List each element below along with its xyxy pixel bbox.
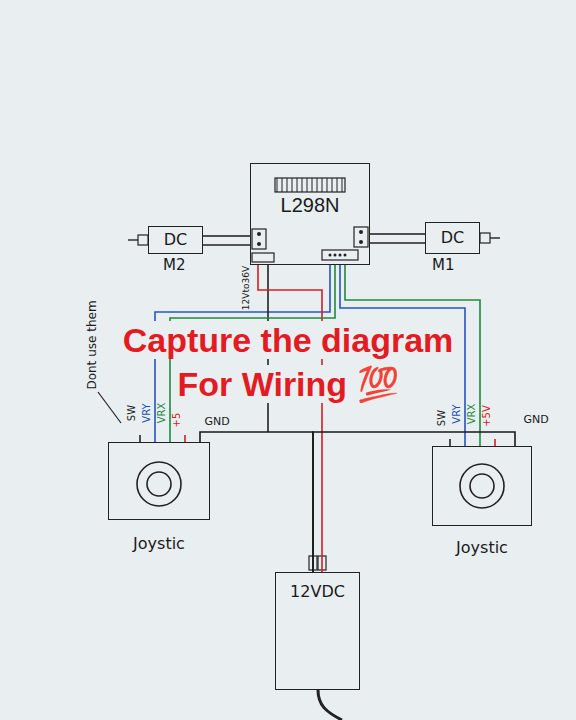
part-name: Joystic (133, 535, 185, 553)
note-text: Dont use them (86, 300, 98, 389)
terminal-screw (257, 232, 261, 236)
joystick-knob (460, 464, 504, 508)
box-label: DC (164, 231, 188, 249)
pin-name: GND (204, 416, 229, 427)
box-label: L298N (281, 194, 340, 217)
pin-name: GND (523, 414, 548, 425)
box-label: 12VDC (290, 583, 345, 601)
power-terminal (252, 253, 274, 262)
pin-header (322, 250, 358, 260)
motor-lead (203, 244, 250, 245)
terminal-screw (359, 230, 363, 234)
driver-module: L298N (250, 163, 370, 265)
vcc-pin (184, 435, 186, 442)
terminal-block (354, 227, 368, 247)
sw-pin (139, 435, 141, 442)
dc-motor: DCM2 (148, 226, 203, 254)
terminal-screw (359, 240, 363, 244)
pin-name: VRX (467, 404, 477, 425)
header-pin (344, 254, 347, 257)
part-name: M1 (432, 257, 455, 274)
title-text: Capture the diagram For Wiring 💯 (121, 321, 456, 403)
pin-name: SW (437, 410, 447, 426)
header-pin (329, 254, 332, 257)
joystick-module: Joystic (108, 442, 210, 520)
pin-name: VRX (157, 403, 167, 424)
motor-lead (370, 242, 425, 243)
vcc-pin (494, 439, 496, 446)
pin-name: +5V (482, 405, 492, 427)
box-label: DC (441, 229, 465, 247)
terminal-screw (257, 242, 261, 246)
part-name: M2 (163, 257, 186, 274)
wire (313, 432, 515, 572)
header-pin (339, 254, 342, 257)
wire (370, 233, 425, 235)
sw-pin (449, 439, 451, 446)
motor-shaft (480, 233, 490, 243)
wire (203, 235, 250, 237)
voltage-range: 12Vto36V (242, 266, 251, 310)
pin-name: +5 (172, 413, 182, 428)
heatsink (275, 178, 345, 192)
motor-shaft (138, 235, 148, 245)
joystick-module: Joystic (432, 446, 532, 526)
terminal-block (252, 229, 266, 249)
power-supply: 12VDC (275, 572, 360, 690)
wire (200, 432, 313, 572)
motor-shaft (490, 237, 500, 238)
part-name: Joystic (456, 539, 508, 557)
dc-motor: DCM1 (425, 222, 480, 254)
pin-name: SW (127, 405, 137, 421)
motor-shaft (128, 239, 138, 240)
joystick-knob (470, 474, 494, 498)
overlay-title: Capture the diagram For Wiring 💯 (98, 318, 478, 406)
note-leader (98, 392, 121, 423)
pin-name: VRY (142, 403, 152, 422)
header-pin (334, 254, 337, 257)
power-cable (318, 690, 342, 720)
joystick-knob (147, 472, 171, 496)
joystick-knob (137, 462, 181, 506)
pin-name: VRY (452, 404, 462, 423)
